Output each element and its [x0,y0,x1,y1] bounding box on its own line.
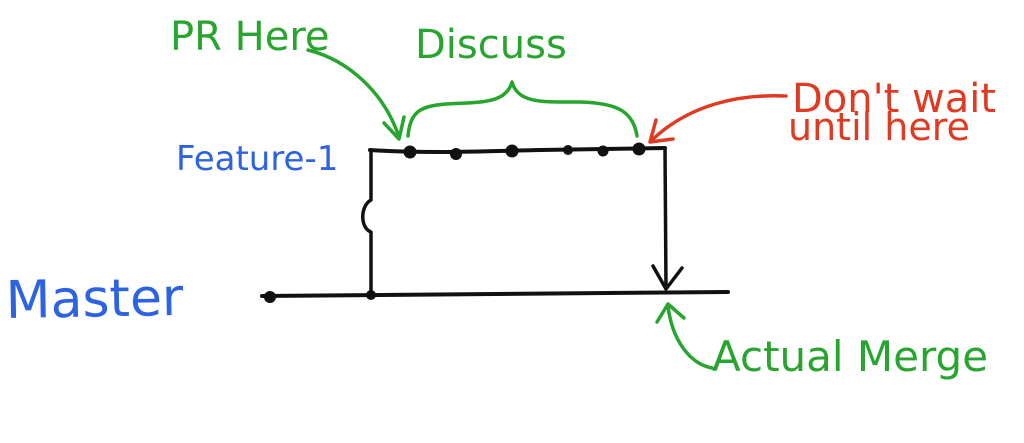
actual-merge-arrowhead [655,302,686,324]
merge-line [663,146,668,290]
pr-here-arrowhead [382,115,406,141]
feature-commit [450,148,462,160]
pr-here-arrow [306,48,401,139]
pr-here-label: PR Here [170,14,330,60]
merge-arrowhead [651,264,684,291]
feature-commit [563,145,573,155]
master-commit [264,291,276,303]
dont-wait-label-line1: Don't wait [792,76,996,122]
actual-merge-label: Actual Merge [712,332,988,381]
master-line [260,290,730,298]
actual-merge-arrow [666,304,714,370]
feature-line [368,146,667,155]
feature-commit [505,144,519,158]
branch-out-line [361,148,373,297]
feature-commit [597,145,609,157]
feature-commit [403,145,417,159]
dont-wait-label-line2: until here [788,105,970,149]
feature-commit [632,142,646,156]
dont-wait-arrow [650,94,788,142]
feature-label: Feature-1 [176,139,338,179]
discuss-brace [406,80,639,138]
master-label: Master [5,268,184,331]
dont-wait-arrowhead [648,118,675,144]
discuss-label: Discuss [415,22,567,68]
